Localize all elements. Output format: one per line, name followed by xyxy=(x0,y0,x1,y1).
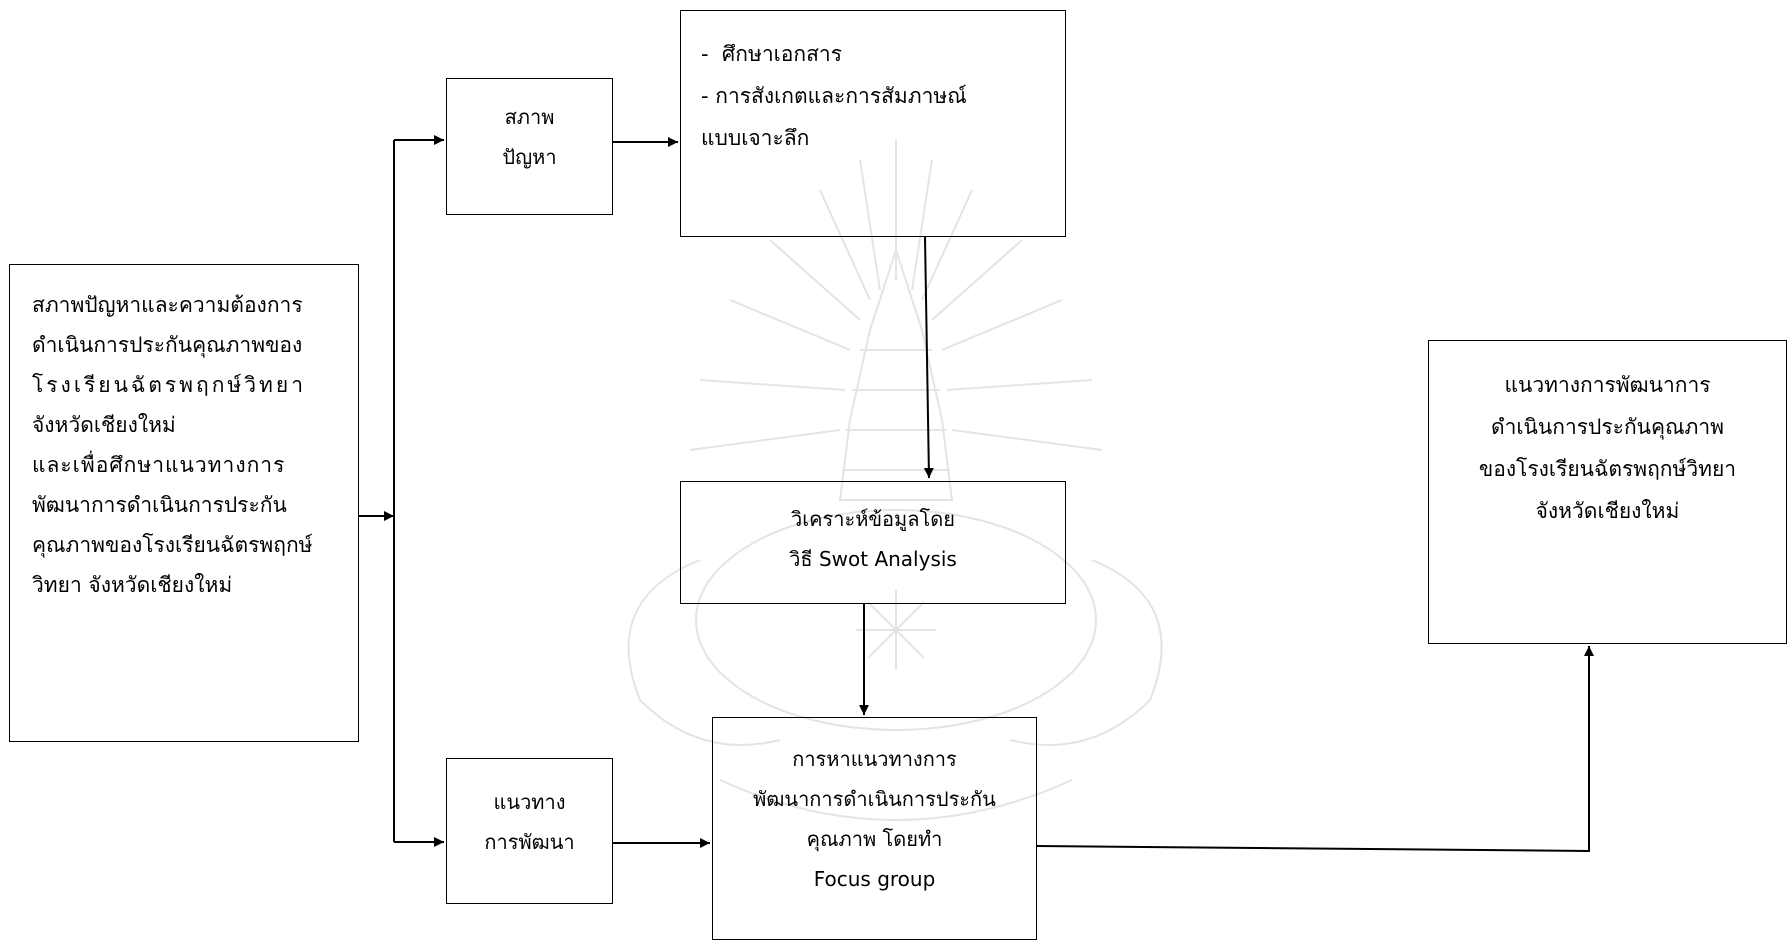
result-line-2: ดำเนินการประกันคุณภาพ xyxy=(1490,415,1725,439)
objective-line-7: คุณภาพของโรงเรียนฉัตรพฤกษ์ xyxy=(32,533,313,557)
focus-group-box: การหาแนวทางการ พัฒนาการดำเนินการประกัน ค… xyxy=(712,717,1037,940)
problem-state-box: สภาพ ปัญหา xyxy=(446,78,613,215)
objective-line-1: สภาพปัญหาและความต้องการ xyxy=(32,293,303,317)
swot-line-2: วิธี Swot Analysis xyxy=(789,547,957,571)
guide-line-1: แนวทาง xyxy=(493,790,566,814)
result-guideline-box: แนวทางการพัฒนาการ ดำเนินการประกันคุณภาพ … xyxy=(1428,340,1787,644)
objective-line-2: ดำเนินการประกันคุณภาพของ xyxy=(32,333,303,357)
arrow-focus-to-result xyxy=(1036,646,1594,853)
focus-line-4: Focus group xyxy=(813,867,936,891)
problem-line-2: ปัญหา xyxy=(502,145,557,169)
guide-line-2: การพัฒนา xyxy=(484,830,575,854)
problem-line-1: สภาพ xyxy=(504,105,555,129)
objective-line-4: จังหวัดเชียงใหม่ xyxy=(32,413,176,437)
focus-line-1: การหาแนวทางการ xyxy=(792,747,957,771)
focus-line-3: คุณภาพ โดยทำ xyxy=(806,827,943,851)
swot-analysis-box: วิเคราะห์ข้อมูลโดย วิธี Swot Analysis xyxy=(680,481,1066,604)
study-line-3: แบบเจาะลึก xyxy=(701,126,810,150)
study-line-1: - ศึกษาเอกสาร xyxy=(701,42,843,66)
document-study-box: - ศึกษาเอกสาร - การสังเกตและการสัมภาษณ์ … xyxy=(680,10,1066,237)
result-line-3: ของโรงเรียนฉัตรพฤกษ์วิทยา xyxy=(1478,457,1737,481)
arrow-study-to-swot xyxy=(923,236,934,479)
development-guideline-box: แนวทาง การพัฒนา xyxy=(446,758,613,904)
focus-line-2: พัฒนาการดำเนินการประกัน xyxy=(753,787,996,811)
result-line-4: จังหวัดเชียงใหม่ xyxy=(1535,499,1680,523)
objective-line-6: พัฒนาการดำเนินการประกัน xyxy=(32,493,287,517)
research-objective-box: สภาพปัญหาและความต้องการ ดำเนินการประกันค… xyxy=(9,264,359,742)
study-line-2: - การสังเกตและการสัมภาษณ์ xyxy=(701,84,967,108)
swot-line-1: วิเคราะห์ข้อมูลโดย xyxy=(791,507,955,531)
objective-line-3: โรงเรียนฉัตรพฤกษ์วิทยา xyxy=(32,373,306,397)
objective-line-8: วิทยา จังหวัดเชียงใหม่ xyxy=(32,573,233,597)
result-line-1: แนวทางการพัฒนาการ xyxy=(1504,373,1711,397)
objective-line-5: และเพื่อศึกษาแนวทางการ xyxy=(32,453,286,477)
